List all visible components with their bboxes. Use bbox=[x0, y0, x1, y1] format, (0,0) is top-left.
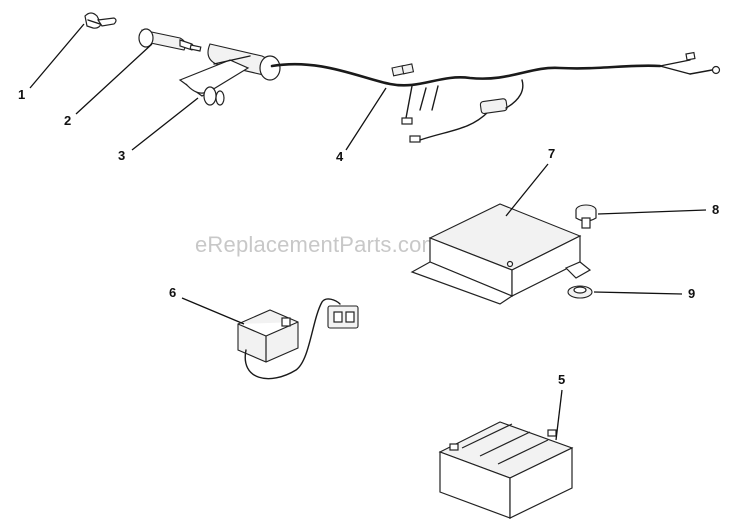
leader-line-7 bbox=[505, 163, 549, 217]
part-9-grommet bbox=[567, 285, 593, 299]
leader-line-8 bbox=[597, 209, 707, 215]
callout-6: 6 bbox=[169, 285, 176, 300]
callout-5: 5 bbox=[558, 372, 565, 387]
part-2-key-cylinder bbox=[138, 28, 202, 52]
leader-line-6 bbox=[181, 297, 245, 325]
callout-1: 1 bbox=[18, 87, 25, 102]
watermark-text: eReplacementParts.com bbox=[195, 232, 440, 257]
callout-3: 3 bbox=[118, 148, 125, 163]
part-4-wire-harness bbox=[270, 51, 721, 143]
callout-2: 2 bbox=[64, 113, 71, 128]
leader-line-5 bbox=[555, 389, 563, 441]
leader-line-9 bbox=[593, 291, 683, 295]
part-8-bolt bbox=[575, 204, 597, 229]
callout-7: 7 bbox=[548, 146, 555, 161]
leader-line-2 bbox=[75, 43, 153, 115]
callout-4: 4 bbox=[336, 149, 344, 164]
callout-9: 9 bbox=[688, 286, 695, 301]
leader-line-3 bbox=[131, 97, 199, 151]
part-7-bracket-cover bbox=[410, 203, 592, 305]
part-5-battery bbox=[438, 421, 574, 519]
part-1-clip bbox=[84, 12, 117, 29]
leader-line-4 bbox=[345, 87, 387, 151]
callout-8: 8 bbox=[712, 202, 719, 217]
leader-line-1 bbox=[29, 23, 85, 89]
part-6-solenoid bbox=[237, 298, 359, 380]
part-3-switch-housing bbox=[178, 43, 281, 106]
